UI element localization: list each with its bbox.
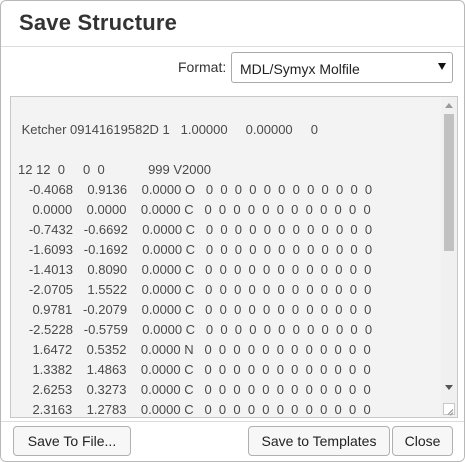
molfile-line: 2.3163 1.2783 0.0000 C 0 0 0 0 0 0 0 0 0… (18, 402, 371, 417)
molfile-line: 1.3382 1.4863 0.0000 C 0 0 0 0 0 0 0 0 0… (18, 362, 371, 377)
save-to-templates-button[interactable]: Save to Templates (248, 426, 390, 456)
molfile-line: 0.9781 -0.2079 0.0000 C 0 0 0 0 0 0 0 0 … (18, 302, 372, 317)
close-button[interactable]: Close (392, 426, 453, 456)
molfile-line: -2.5228 -0.5759 0.0000 C 0 0 0 0 0 0 0 0… (18, 322, 373, 337)
molfile-line: 2.6253 0.3273 0.0000 C 0 0 0 0 0 0 0 0 0… (18, 382, 371, 397)
dialog-title: Save Structure (19, 10, 178, 35)
molfile-line: 0.0000 0.0000 0.0000 C 0 0 0 0 0 0 0 0 0… (18, 202, 371, 217)
format-selected-value: MDL/Symyx Molfile (240, 61, 360, 77)
format-label: Format: (178, 59, 227, 75)
molfile-line: -0.7432 -0.6692 0.0000 C 0 0 0 0 0 0 0 0… (18, 222, 373, 237)
dialog-footer: Save To File... Save to Templates Close (1, 421, 464, 461)
resize-handle-icon[interactable] (443, 403, 455, 415)
format-select[interactable]: MDL/Symyx Molfile (231, 52, 453, 83)
molfile-line: 12 12 0 0 0 999 V2000 (18, 162, 211, 177)
molfile-line: -2.0705 1.5522 0.0000 C 0 0 0 0 0 0 0 0 … (18, 282, 372, 297)
molfile-line: -1.4013 0.8090 0.0000 C 0 0 0 0 0 0 0 0 … (18, 262, 372, 277)
save-to-file-button[interactable]: Save To File... (13, 426, 131, 456)
molfile-line: -1.6093 -0.1692 0.0000 C 0 0 0 0 0 0 0 0… (18, 242, 373, 257)
textarea-scrollbar[interactable] (441, 97, 457, 417)
molfile-line: Ketcher 09141619582D 1 1.00000 0.00000 0 (18, 122, 318, 137)
scroll-up-arrow-icon[interactable] (445, 103, 453, 108)
dialog-body: Format: MDL/Symyx Molfile Ketcher 091416… (1, 47, 464, 421)
molfile-line: -0.4068 0.9136 0.0000 O 0 0 0 0 0 0 0 0 … (18, 182, 373, 197)
scrollbar-thumb[interactable] (444, 114, 454, 251)
molfile-line: 1.6472 0.5352 0.0000 N 0 0 0 0 0 0 0 0 0… (18, 342, 371, 357)
chevron-down-icon (438, 63, 446, 70)
scroll-down-arrow-icon[interactable] (445, 385, 453, 390)
dialog-header: Save Structure (1, 1, 464, 47)
molfile-content: Ketcher 09141619582D 1 1.00000 0.00000 0… (18, 100, 373, 417)
molfile-textarea[interactable]: Ketcher 09141619582D 1 1.00000 0.00000 0… (10, 96, 458, 418)
